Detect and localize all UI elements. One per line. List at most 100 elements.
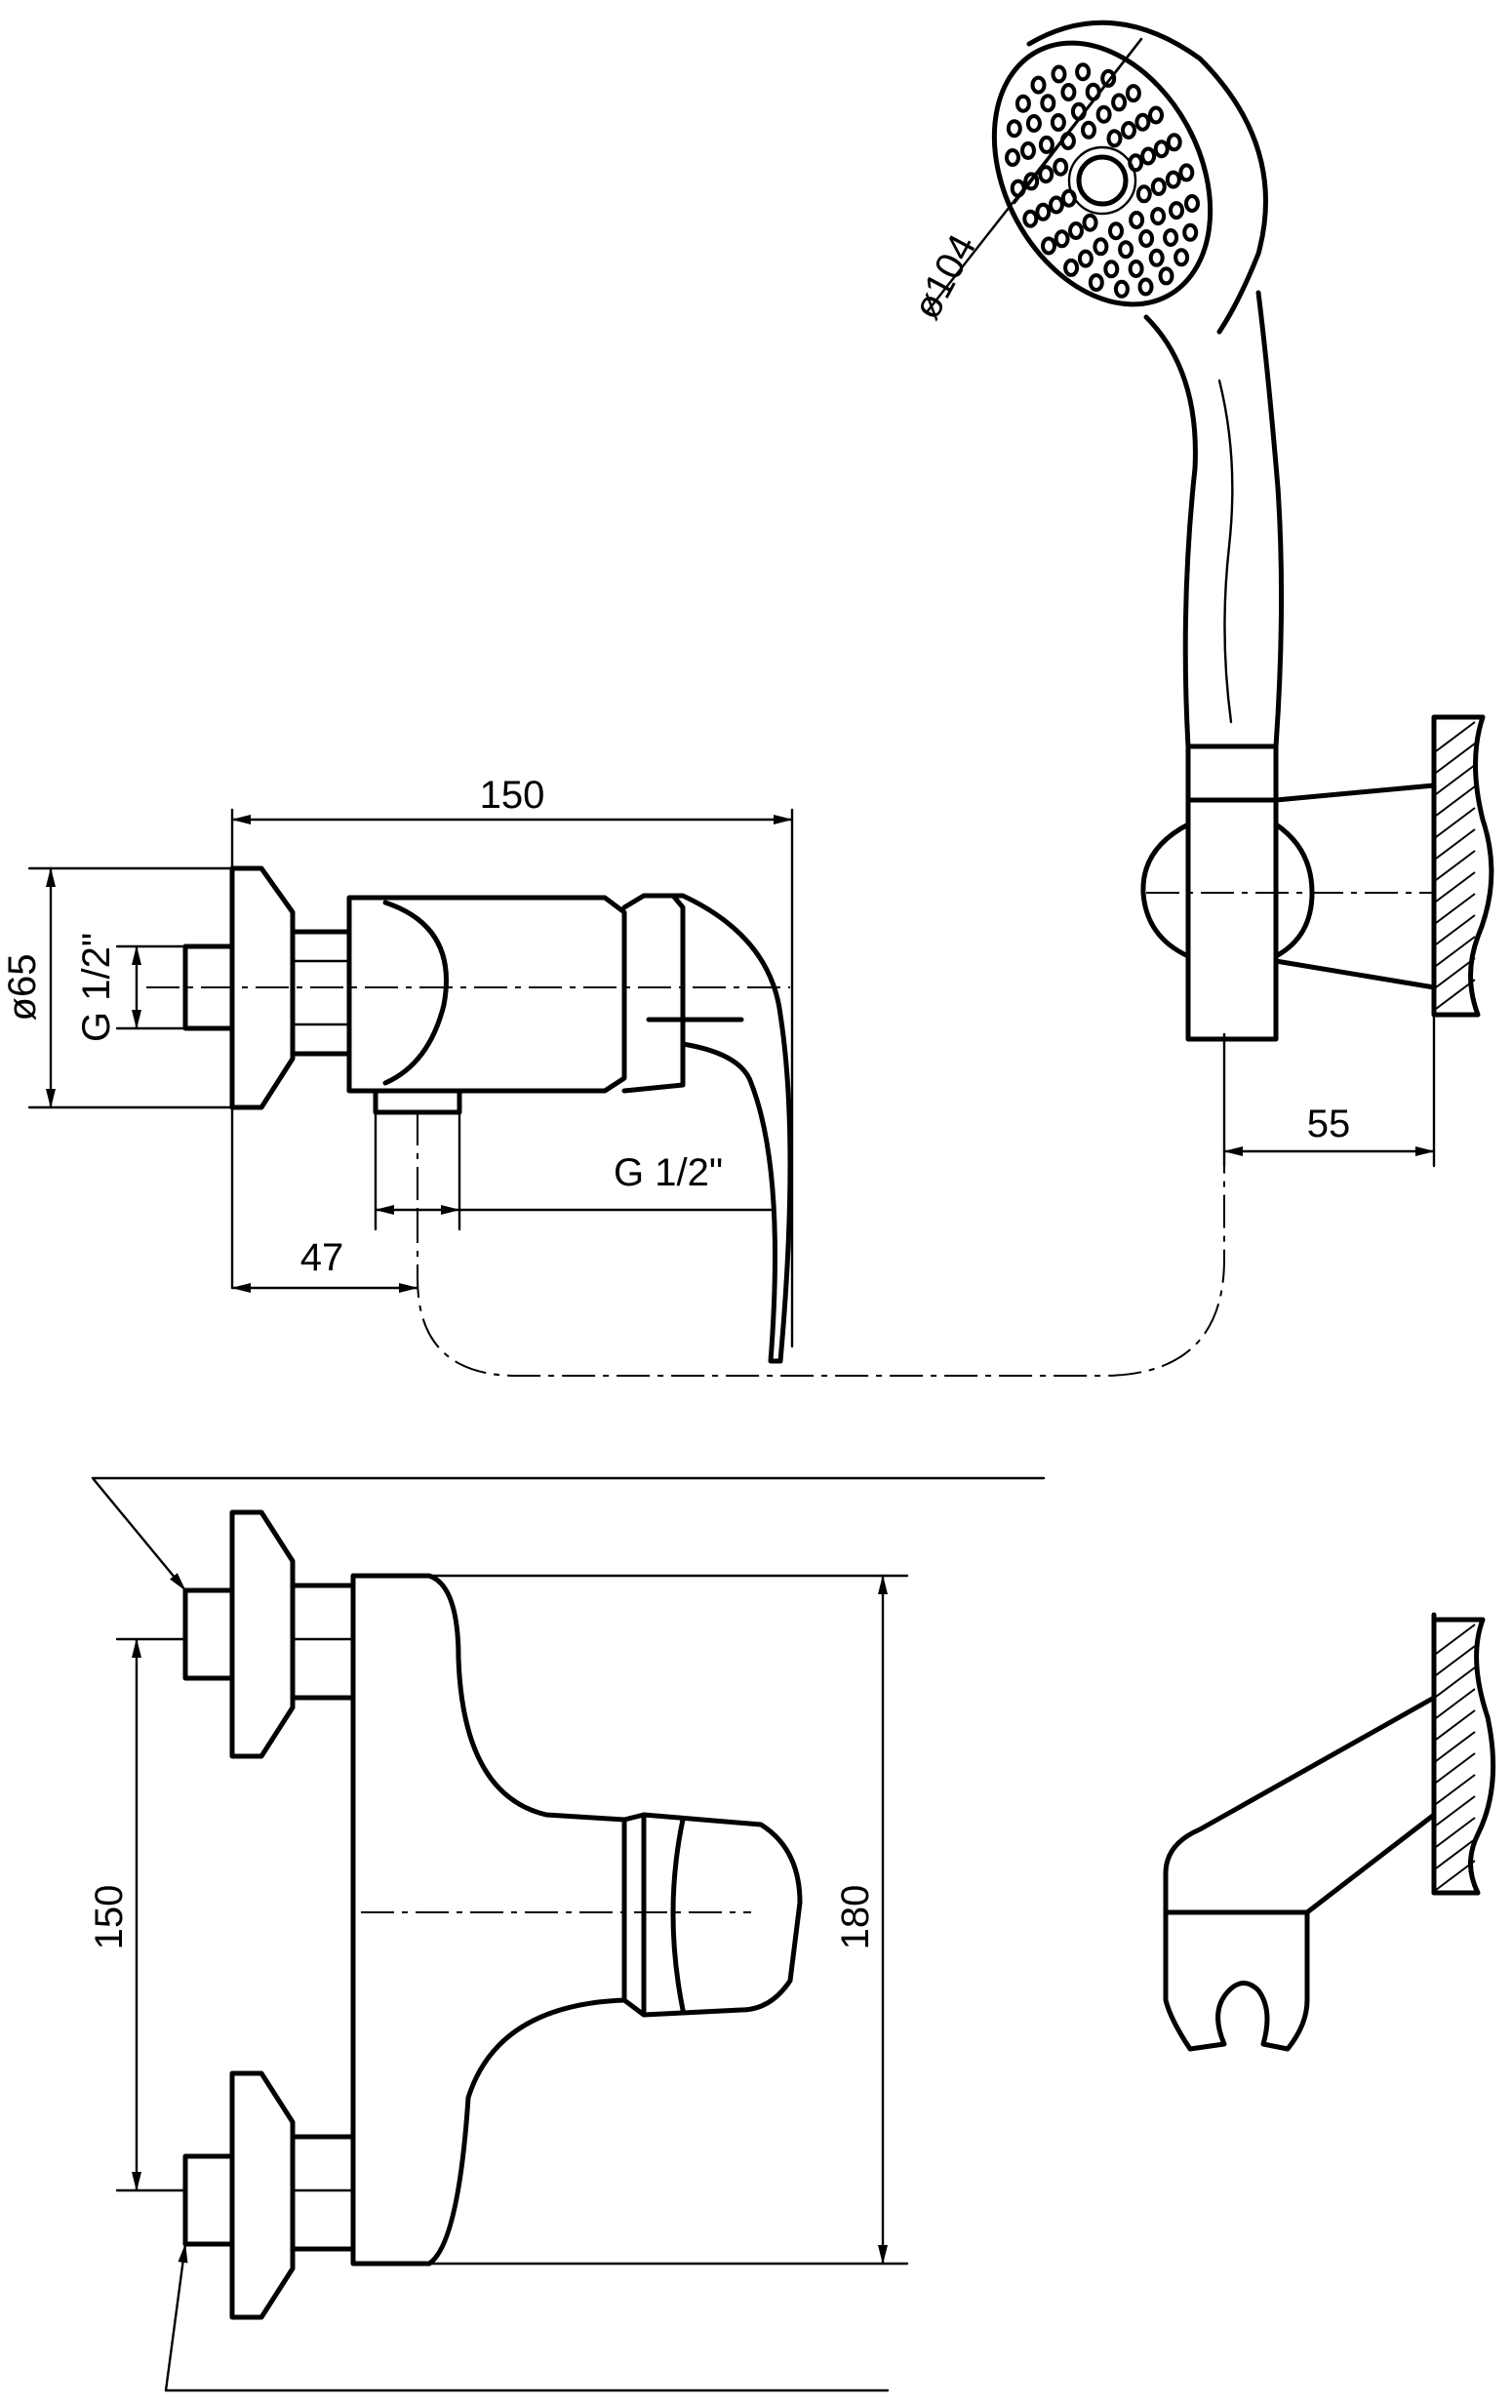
- spray-hole: [1121, 121, 1136, 140]
- mixer-front-view: [182, 1509, 803, 2320]
- hatch-line: [1435, 764, 1476, 795]
- spray-hole: [1022, 209, 1039, 228]
- spray-hole: [1103, 260, 1120, 279]
- spray-hole: [1125, 84, 1141, 103]
- hatch-line: [1435, 721, 1476, 752]
- hatch-line: [1435, 1838, 1476, 1869]
- spray-hole: [1082, 213, 1098, 232]
- spray-hole: [1038, 135, 1054, 154]
- hatch-line: [1435, 893, 1476, 924]
- spray-hole: [1134, 112, 1151, 132]
- outlet-stub: [373, 1088, 462, 1115]
- spray-hole: [1129, 211, 1145, 229]
- spray-hole: [1023, 172, 1040, 191]
- spray-hole: [1128, 260, 1144, 278]
- spray-hole: [1169, 201, 1184, 221]
- hatch-line: [1435, 828, 1476, 860]
- hatch-line: [1435, 936, 1476, 967]
- hatch-line: [1435, 1752, 1476, 1784]
- spray-hole: [1111, 93, 1128, 112]
- wall-holder-side: [1140, 714, 1494, 1042]
- hatch-line: [1435, 1860, 1476, 1891]
- spray-hole: [1038, 165, 1054, 184]
- spray-hole: [1165, 170, 1181, 189]
- dim-holder-projection: 55: [1307, 1103, 1351, 1145]
- hatch-line: [1435, 1731, 1476, 1762]
- spray-hole: [1106, 129, 1123, 148]
- spray-hole: [1060, 83, 1077, 101]
- spray-hole: [1138, 229, 1155, 248]
- spray-hole: [1050, 113, 1066, 132]
- dim-flange-diameter: ø65: [1, 954, 44, 1022]
- spray-hole: [1095, 104, 1112, 124]
- hatch-line: [1435, 785, 1476, 817]
- spray-hole: [1077, 249, 1094, 268]
- spray-hole: [1053, 157, 1069, 177]
- spray-hole: [1081, 120, 1096, 140]
- hatch-line: [1435, 957, 1476, 988]
- spray-hole: [1128, 153, 1144, 173]
- spray-hole: [1063, 258, 1080, 277]
- spray-hole: [1153, 140, 1170, 159]
- mixer-side-view: [146, 865, 793, 1364]
- spray-hole: [1075, 62, 1092, 82]
- dim-mixer-length: 150: [480, 774, 545, 817]
- spray-hole: [1020, 140, 1036, 160]
- spray-hole: [1048, 195, 1064, 215]
- hatch-line: [1435, 1817, 1476, 1848]
- spray-hole: [1150, 207, 1167, 226]
- spray-hole: [1040, 94, 1056, 113]
- spray-hole: [1166, 133, 1182, 152]
- hatch-line: [1435, 914, 1476, 945]
- spray-hole: [1135, 184, 1152, 204]
- hatch-line: [1435, 1624, 1476, 1655]
- lever-base: [621, 893, 686, 1094]
- spray-hole: [1118, 240, 1134, 260]
- hatch-line: [1435, 807, 1476, 838]
- spray-hole: [1158, 266, 1174, 286]
- spray-hole: [1030, 75, 1047, 95]
- hatch-line: [1435, 1709, 1476, 1741]
- spray-hole: [1088, 273, 1104, 293]
- wall-hatch: [1435, 721, 1476, 1010]
- dim-inlet-spacing: 150: [88, 1885, 131, 1950]
- hatch-line: [1435, 742, 1476, 774]
- spray-hole: [1163, 228, 1179, 247]
- spray-hole: [1148, 248, 1165, 267]
- hatch-line: [1435, 1666, 1476, 1698]
- spray-hole: [1137, 277, 1154, 297]
- lever-handle: [641, 893, 793, 1364]
- spray-hole: [1113, 279, 1130, 299]
- shower-hose: [417, 1034, 1225, 1377]
- hatch-line: [1435, 1688, 1476, 1719]
- wall-hatch-front: [1435, 1624, 1476, 1891]
- hex-nut: [290, 929, 352, 1057]
- spray-hole: [1006, 119, 1022, 139]
- front-view-dimensions: 150 180: [88, 1476, 1046, 2392]
- spray-hole: [1060, 188, 1077, 208]
- hatch-line: [1435, 979, 1476, 1010]
- hatch-line: [1435, 871, 1476, 903]
- spray-hole: [1015, 94, 1031, 113]
- dim-outlet-thread: G 1/2": [614, 1151, 723, 1194]
- dim-body-height: 180: [834, 1885, 877, 1950]
- spray-hole: [1174, 248, 1190, 267]
- spray-hole: [1051, 64, 1067, 84]
- spray-hole: [1035, 202, 1052, 221]
- spray-hole: [1005, 148, 1020, 167]
- dim-inlet-thread: G 1/2": [75, 933, 118, 1042]
- spray-hole: [1182, 222, 1199, 242]
- center-nozzle: [1076, 154, 1129, 207]
- spray-hole: [1068, 221, 1084, 240]
- spray-hole: [1025, 114, 1042, 133]
- hand-shower: ø104: [905, 20, 1285, 749]
- lever-front: [621, 1812, 803, 2018]
- spray-hole: [1054, 229, 1070, 249]
- side-view-dimensions: 150 ø65 G 1/2" G 1/2" 47: [1, 774, 794, 1348]
- dim-shower-head-diameter: ø104: [905, 227, 985, 326]
- spray-hole: [1184, 194, 1200, 213]
- shower-handle: [1143, 290, 1285, 749]
- mixer-body: [346, 895, 627, 1094]
- shower-head-face: [991, 40, 1214, 307]
